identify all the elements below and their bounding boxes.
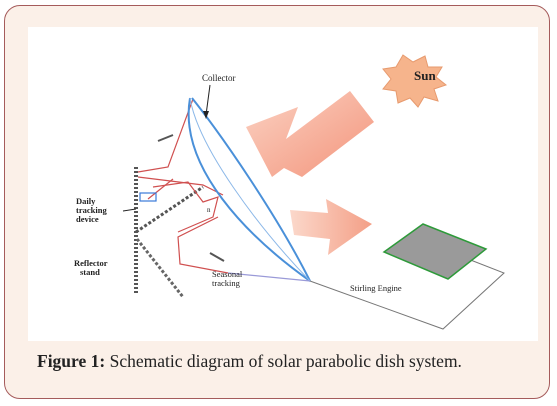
figure-caption: Figure 1: Schematic diagram of solar par… [37,349,529,373]
parabolic-dish [187,97,311,282]
caption-label: Figure 1: [37,351,106,371]
seasonal-arm [227,272,311,282]
reflector-stand-label-2: stand [80,267,100,277]
engine-link [309,258,505,330]
sunlight-arrow-small [290,199,372,255]
seasonal-tracking-label-1: Seasonal [212,269,243,279]
reflector-stand-label-1: Reflector [74,258,108,268]
figure-card: Sun [4,5,550,399]
daily-tracking-label-3: device [76,214,99,224]
tracking-frame [137,98,229,274]
caption-text: Schematic diagram of solar parabolic dis… [105,351,462,371]
daily-tracking-label-2: tracking [76,205,107,215]
collector-pointer [205,84,211,116]
sun-label: Sun [414,68,436,83]
collector-label: Collector [202,73,236,83]
sun-icon: Sun [382,54,448,108]
sunlight-arrow-large [246,91,374,177]
stirling-engine-box [382,223,488,280]
small-mark-label: n [207,206,211,214]
stirling-engine-label: Stirling Engine [350,283,402,293]
figure-image: Sun [28,27,538,341]
reflector-stand [134,167,204,298]
seasonal-tracking-label-2: tracking [212,278,241,288]
parabolic-dish-diagram: Sun [74,54,505,330]
daily-tracking-label-1: Daily [76,196,96,206]
